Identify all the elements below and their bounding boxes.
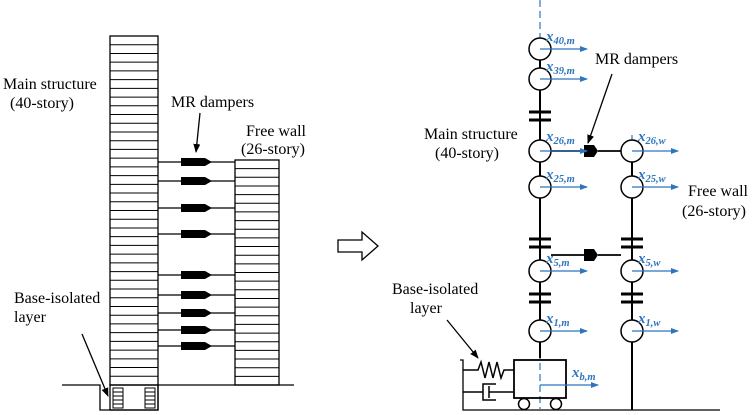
transition-arrow-icon: [337, 230, 379, 262]
dof-x40m: x40,m: [540, 29, 588, 52]
right-base-isolated-pointer: [446, 319, 479, 359]
mr-damper: [158, 326, 235, 334]
free-wall-floors: [235, 168, 279, 377]
dof-label-x40m: x40,m: [545, 29, 575, 47]
dof-label-x26m: x26,m: [545, 129, 575, 147]
dof-x25w: x25,w: [632, 167, 679, 190]
mr-damper: [158, 158, 235, 166]
isolator-hatch: [113, 391, 155, 405]
ground-line: [62, 384, 294, 411]
base-isolation-block: [109, 384, 159, 411]
column-spring-break: [529, 292, 551, 304]
right-free-wall-stories: (26-story): [682, 203, 746, 220]
dof-label-xbm: xb,m: [571, 365, 596, 383]
dof-x39m: x39,m: [540, 59, 588, 82]
base-roller-right: [549, 397, 563, 411]
dof-label-x25m: x25,m: [545, 167, 575, 185]
right-ground-line: [460, 359, 720, 411]
mr-damper: [158, 291, 235, 299]
mr-damper: [158, 342, 235, 350]
dof-x1w: x1,w: [632, 311, 679, 334]
isolator-left: [112, 387, 124, 409]
column-breaks: [529, 110, 643, 304]
right-mr-dampers-pointer: [587, 73, 613, 144]
isolator-right: [144, 387, 156, 409]
dof-x5m: x5,m: [540, 251, 588, 274]
left-main-structure-label: Main structure: [3, 76, 97, 93]
dof-arrows: x40,m x39,m x26,m x25,m x5,m x1,m xb,m x26,w x25…: [540, 29, 679, 388]
mr-damper: [158, 230, 235, 238]
dof-label-x26w: x26,w: [637, 129, 667, 147]
left-free-wall-stories: (26-story): [241, 141, 305, 158]
mr-damper: [158, 177, 235, 185]
column-spring-break: [621, 237, 643, 249]
dof-label-x39m: x39,m: [545, 59, 575, 77]
right-base-isolated-layer: layer: [410, 300, 443, 317]
right-base-isolated-label: Base-isolated: [392, 281, 478, 298]
column-spring-break: [529, 110, 551, 122]
main-tower-floors: [110, 44, 158, 377]
dof-x1m: x1,m: [540, 311, 588, 334]
dof-x25m: x25,m: [540, 167, 588, 190]
dof-x5w: x5,w: [632, 251, 679, 274]
right-main-structure-label: Main structure: [424, 126, 518, 143]
mr-damper: [158, 204, 235, 212]
base-isolated-pointer: [81, 333, 109, 397]
left-building-schematic: Main structure (40-story) MR dampers Fre…: [3, 35, 307, 411]
right-main-structure-stories: (40-story): [435, 145, 499, 162]
right-free-wall-label: Free wall: [688, 183, 749, 200]
column-spring-break: [621, 292, 643, 304]
dof-label-x25w: x25,w: [637, 167, 667, 185]
left-base-isolated-layer: layer: [14, 309, 47, 326]
right-mr-damper-5: [551, 249, 621, 261]
mr-damper: [158, 271, 235, 279]
dof-label-x1m: x1,m: [545, 311, 570, 329]
mr-damper: [158, 309, 235, 317]
dof-x26w: x26,w: [632, 129, 679, 154]
dof-label-x5w: x5,w: [637, 251, 661, 269]
left-mr-dampers: [158, 158, 235, 350]
left-mr-dampers-label: MR dampers: [171, 94, 254, 111]
dof-x26m: x26,m: [540, 129, 588, 154]
left-main-structure-stories: (40-story): [10, 95, 74, 112]
dof-label-x1w: x1,w: [637, 311, 661, 329]
left-free-wall-label: Free wall: [246, 123, 307, 140]
base-roller-left: [517, 397, 531, 411]
lumped-masses: [528, 37, 644, 343]
column-spring-break: [529, 237, 551, 249]
dof-xbm: xb,m: [540, 365, 599, 388]
dof-label-x5m: x5,m: [545, 251, 570, 269]
isolation-dashpot: [463, 383, 514, 401]
right-lumped-mass-model: x40,m x39,m x26,m x25,m x5,m x1,m xb,m x26,w x25…: [392, 0, 749, 411]
right-mr-dampers-label: MR dampers: [595, 51, 678, 68]
left-base-isolated-label: Base-isolated: [14, 290, 100, 307]
mr-dampers-pointer: [193, 112, 201, 153]
base-mass: [513, 359, 567, 411]
isolation-spring: [463, 359, 514, 381]
